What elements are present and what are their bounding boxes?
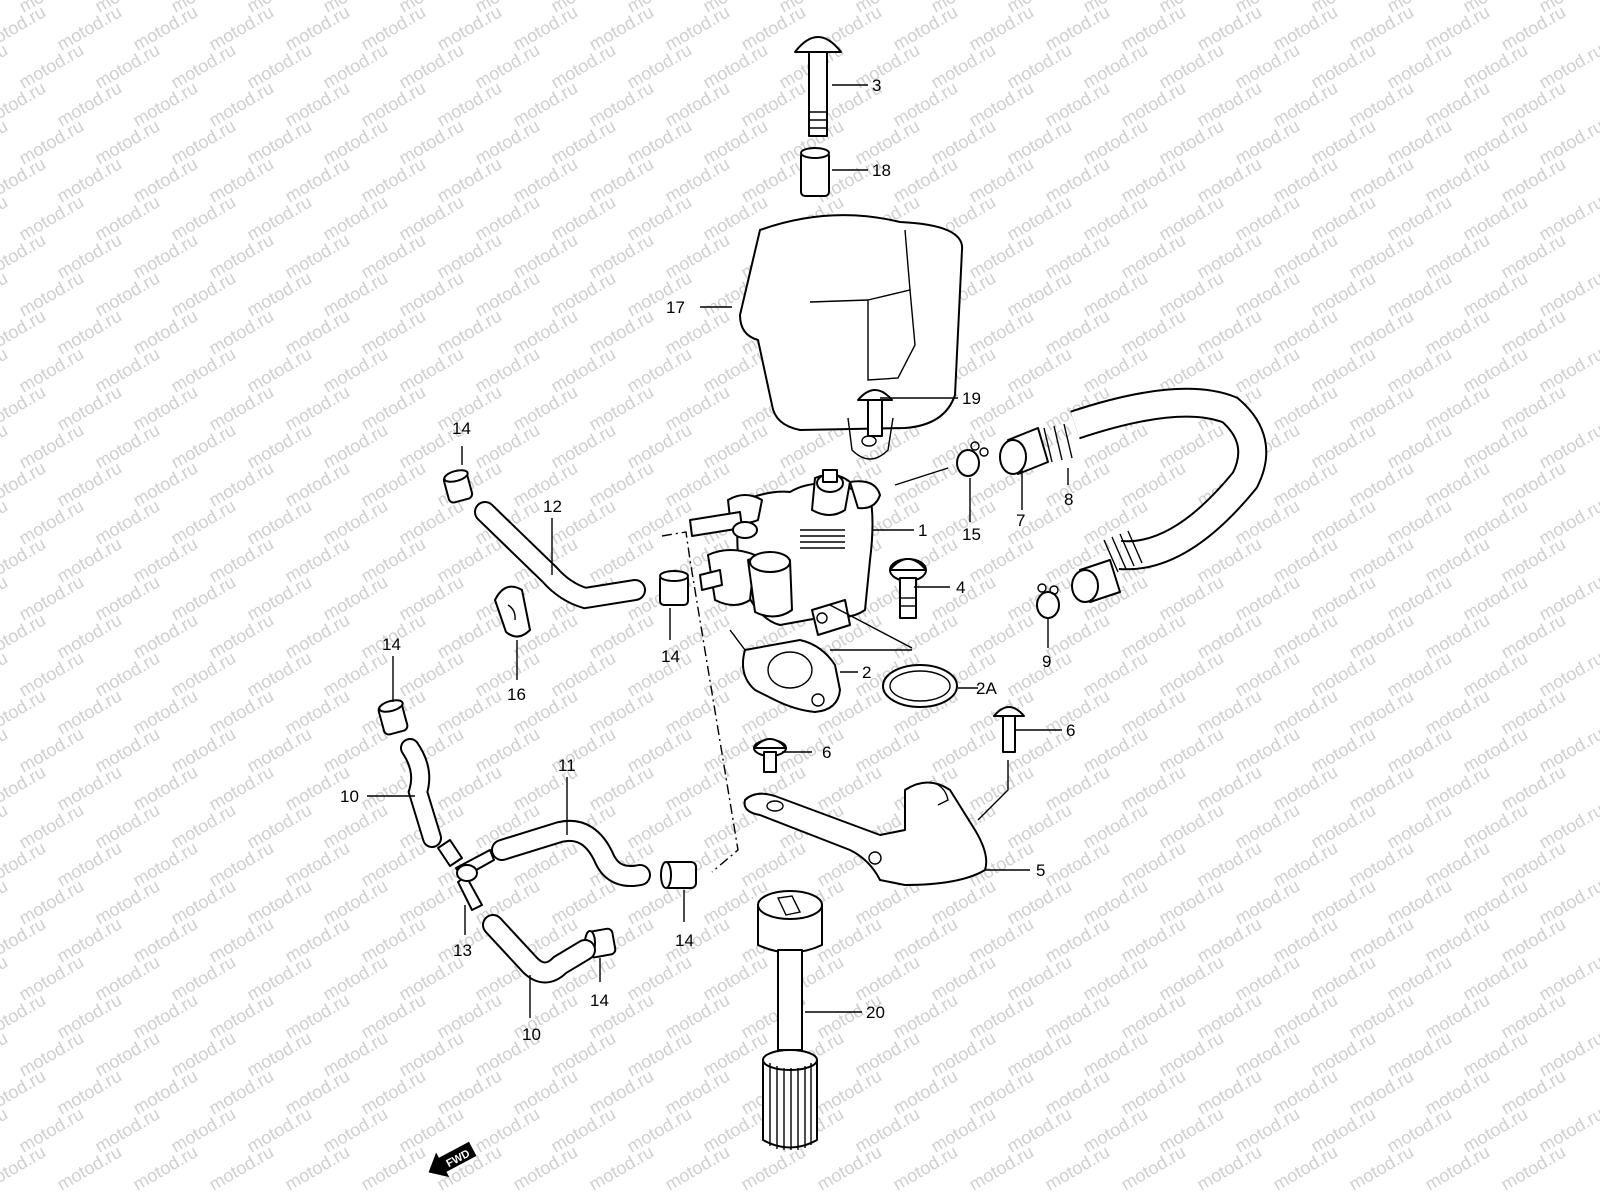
part-6-screw-left [753,738,787,773]
part-9-clip [1036,583,1060,619]
callout-14-e: 14 [590,991,609,1010]
part-14-cap-a [442,469,474,504]
callout-10-lower: 10 [522,1025,541,1044]
callout-10-upper: 10 [340,787,359,806]
part-3-bolt [794,36,842,137]
part-11-hose [491,819,651,887]
callout-3: 3 [872,76,881,95]
part-17-cover [739,214,964,431]
part-18-collar [800,147,830,197]
callout-17: 17 [666,298,685,317]
part-7-hose-end [999,427,1121,603]
callout-4: 4 [956,578,965,597]
callout-18: 18 [872,161,891,180]
part-2a-o-ring [882,664,958,708]
part-10-hose-lower [482,914,596,984]
callout-15: 15 [962,525,981,544]
part-16-clamp [494,585,531,638]
fwd-arrow: FWD [428,1141,477,1178]
callout-14-c: 14 [382,635,401,654]
callout-13: 13 [453,941,472,960]
part-4-bolt [889,558,927,619]
callout-labels: 3 18 17 19 15 7 8 1 4 9 2 2A 6 6 5 20 14… [340,76,1075,1044]
callout-14-d: 14 [675,931,694,950]
callout-14-b: 14 [661,647,680,666]
part-6-screw-right [993,706,1025,753]
callout-1: 1 [918,521,927,540]
callout-7: 7 [1016,511,1025,530]
part-14-cap-c [377,699,409,736]
callout-9: 9 [1042,652,1051,671]
part-2-gasket [729,629,841,713]
callout-6-left: 6 [822,743,831,762]
part-14-cap-b [659,570,689,606]
part-14-cap-d [660,861,697,889]
part-8-hose [1033,387,1268,573]
callout-8: 8 [1064,490,1073,509]
fwd-label: FWD [444,1148,472,1170]
part-15-clip [956,441,989,477]
callout-11: 11 [558,756,576,775]
callout-6-right: 6 [1066,721,1075,740]
part-1-oil-pump [689,469,881,636]
part-12-hose [474,501,646,610]
callout-2a: 2A [976,679,997,698]
callout-16: 16 [507,685,526,704]
callout-14-a: 14 [452,419,471,438]
callout-5: 5 [1036,861,1045,880]
part-10-hose-upper [400,738,442,848]
callout-12: 12 [543,497,562,516]
part-20-gear-shaft [757,890,823,1150]
leader-lines [367,84,1069,1018]
callout-20: 20 [866,1003,885,1022]
part-13-t-joint [437,839,495,911]
callout-19: 19 [962,389,981,408]
callout-2: 2 [862,663,871,682]
part-5-bracket [743,781,988,886]
